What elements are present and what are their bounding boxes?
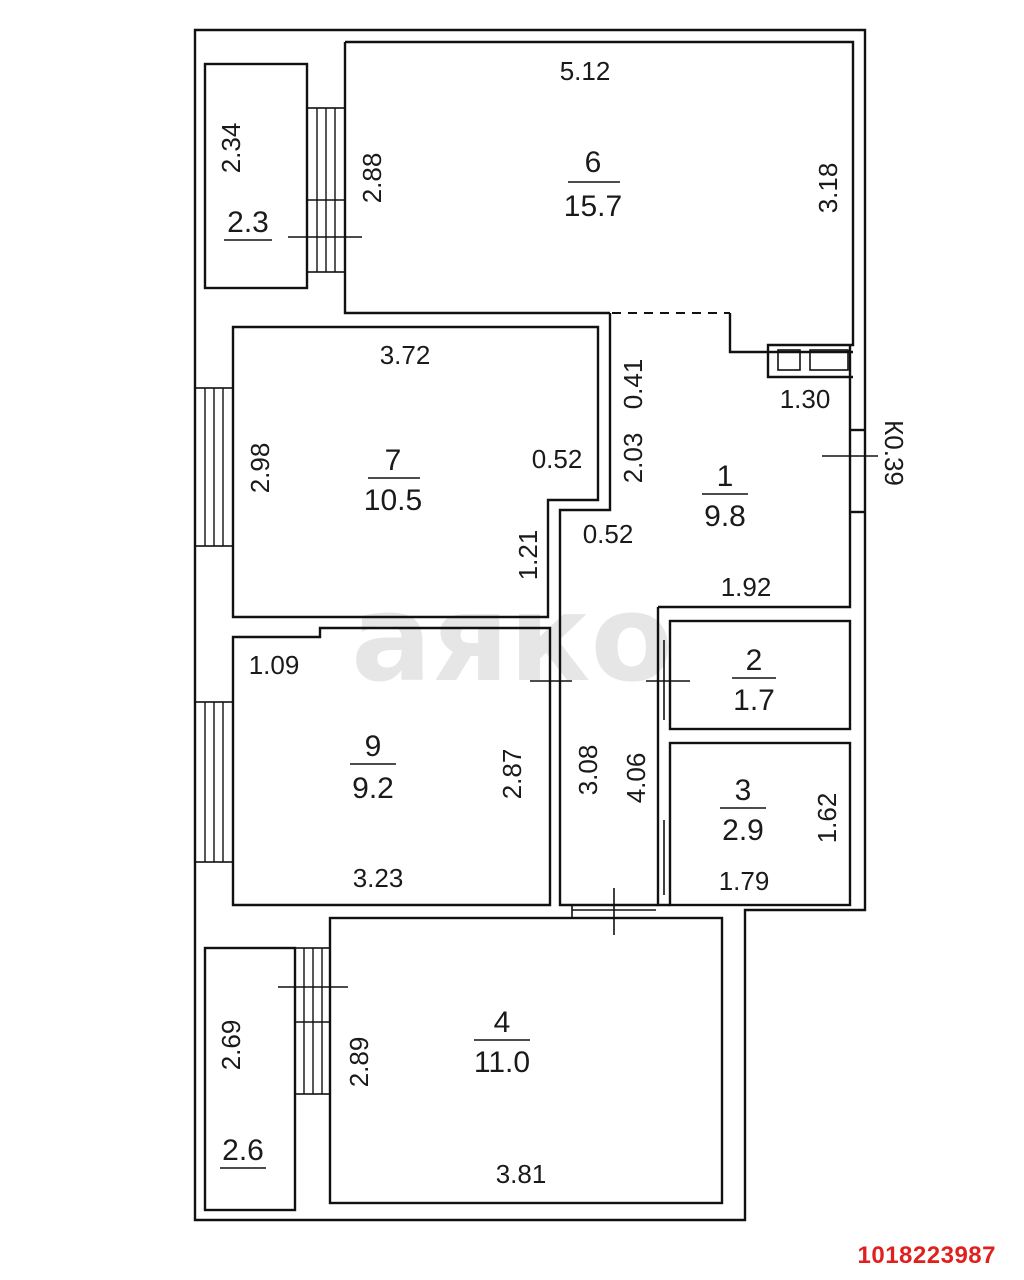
room-number: 7 <box>385 444 402 477</box>
dimension-room9-right: 2.87 <box>497 749 527 800</box>
window-room-7 <box>194 387 234 547</box>
dimension-hall-offset: 0.41 <box>618 359 648 410</box>
room-label-6: 6 15.7 <box>564 146 622 223</box>
dimension-room3-right: 1.62 <box>812 793 842 844</box>
room-3-outline <box>668 741 852 907</box>
dimension-room6-left: 2.88 <box>357 153 387 204</box>
room-area: 2.9 <box>722 814 764 847</box>
hall-bottom-wall <box>658 345 852 609</box>
dimension-corridor-left: 3.08 <box>573 745 603 796</box>
room-9-outline <box>231 626 552 907</box>
balcony-lower-label: 2.69 2.6 <box>216 1020 266 1169</box>
dimension-room9-top: 1.09 <box>249 650 300 680</box>
room-area: 11.0 <box>474 1046 530 1079</box>
dimension-hall-notch: 0.52 <box>583 519 634 549</box>
room-label-9: 9 9.2 <box>350 730 396 805</box>
room-area: 15.7 <box>564 190 622 223</box>
dimension-room7-left: 2.98 <box>245 443 275 494</box>
balcony-upper-outline <box>203 62 309 290</box>
hall-left-wall <box>558 313 612 630</box>
dimension-hall-stub: 1.30 <box>780 384 831 414</box>
fixture-box <box>777 349 801 371</box>
balcony-lower-door-window <box>294 947 331 1095</box>
room-number: 9 <box>365 730 382 763</box>
room-number: 3 <box>735 774 752 807</box>
room-7-outline <box>231 325 600 619</box>
room-area: 9.2 <box>352 772 394 805</box>
window-room-9 <box>194 701 234 863</box>
room-number: 4 <box>494 1006 511 1039</box>
room-area: 9.8 <box>704 500 746 533</box>
dimension-room7-notch-height: 1.21 <box>513 530 543 581</box>
fixture-box <box>809 349 849 371</box>
dimension-room7-top: 3.72 <box>380 340 431 370</box>
watermark: аяко <box>351 570 673 709</box>
balcony-area: 2.3 <box>227 206 269 239</box>
dimension-room6-top: 5.12 <box>560 56 611 86</box>
room-area: 10.5 <box>364 484 422 517</box>
listing-id: 1018223987 <box>857 1242 996 1269</box>
balcony-length: 2.69 <box>216 1020 246 1071</box>
dimension-room6-right: 3.18 <box>813 163 843 214</box>
corridor-left-wall <box>558 630 658 907</box>
dimension-room4-left: 2.89 <box>344 1037 374 1088</box>
balcony-upper-door-window <box>306 107 346 273</box>
dimension-corridor-right: 4.06 <box>621 753 651 804</box>
balcony-length: 2.34 <box>216 123 246 174</box>
room-label-2: 2 1.7 <box>732 644 776 717</box>
dimension-hall-bottom: 1.92 <box>721 572 772 602</box>
dimension-room9-bottom: 3.23 <box>353 863 404 893</box>
room-2-outline <box>668 619 852 731</box>
dimension-room4-bottom: 3.81 <box>496 1159 547 1189</box>
room-number: 6 <box>585 146 602 179</box>
room-label-4: 4 11.0 <box>474 1006 530 1079</box>
room-number: 1 <box>717 460 734 493</box>
room-label-1: 1 9.8 <box>702 460 748 533</box>
balcony-upper-label: 2.34 2.3 <box>216 123 272 241</box>
dimension-room7-notch-width: 0.52 <box>532 444 583 474</box>
dimension-entrance: К0.39 <box>879 420 909 486</box>
room-label-7: 7 10.5 <box>364 444 422 517</box>
dimension-hall-left-upper: 2.03 <box>618 433 648 484</box>
balcony-area: 2.6 <box>222 1134 264 1167</box>
room-label-3: 3 2.9 <box>720 774 766 847</box>
room-number: 2 <box>746 644 763 677</box>
room-area: 1.7 <box>733 684 775 717</box>
dimension-room3-bottom: 1.79 <box>719 866 770 896</box>
outer-wall <box>193 28 867 1222</box>
